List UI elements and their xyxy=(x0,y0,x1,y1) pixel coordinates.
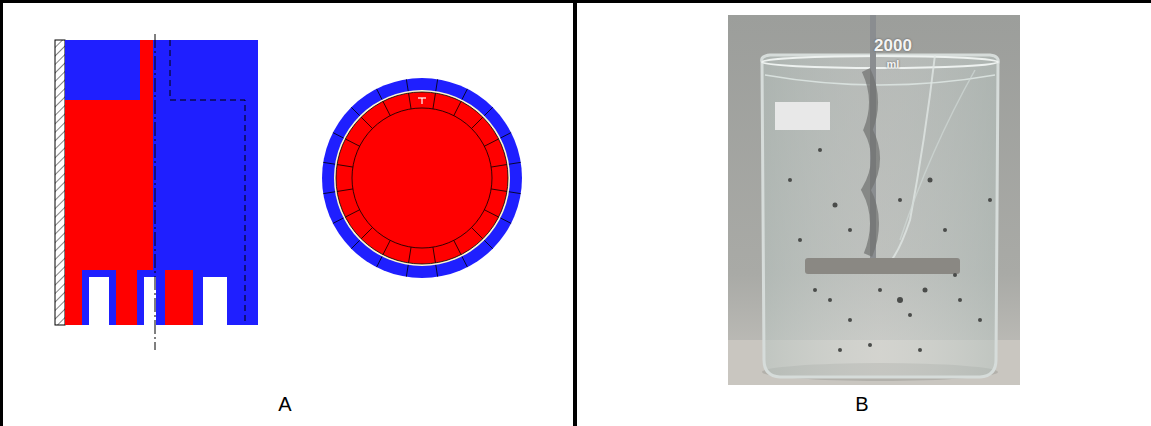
rotor-section xyxy=(55,34,258,350)
beaker-marking: ml xyxy=(887,58,900,70)
rotor-top-view xyxy=(322,78,522,278)
beaker-marking: 2000 xyxy=(874,37,912,56)
panel-letter: A xyxy=(278,393,291,415)
panel-letter: B xyxy=(855,393,868,415)
beaker-photo xyxy=(728,15,1020,385)
